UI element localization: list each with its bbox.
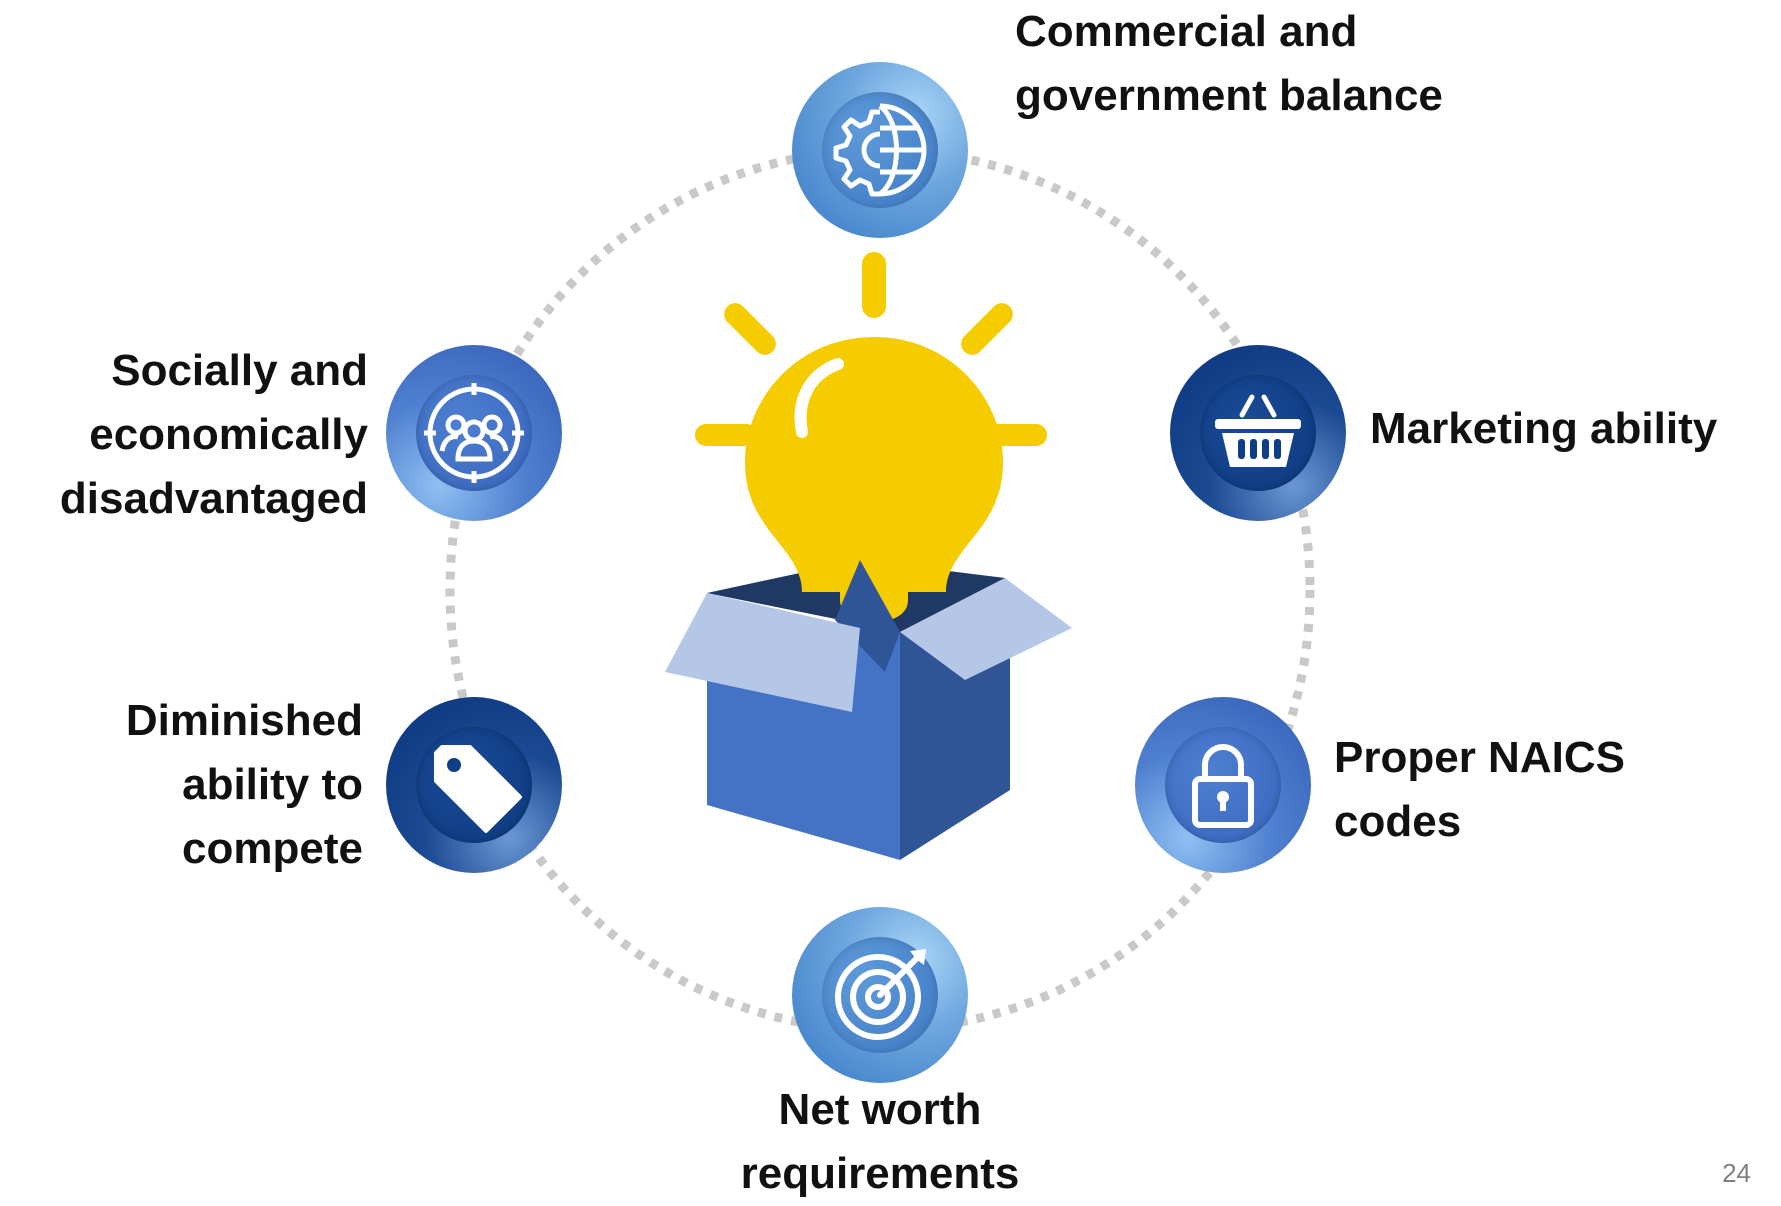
globe-gear-icon bbox=[833, 103, 927, 197]
target-arrow-icon bbox=[835, 949, 926, 1040]
label-marketing: Marketing ability bbox=[1370, 404, 1718, 453]
people-target-icon bbox=[424, 383, 524, 483]
padlock-icon bbox=[1192, 744, 1254, 828]
label-social: Socially and economically disadvantaged bbox=[59, 346, 368, 523]
page-number: 24 bbox=[1722, 1158, 1751, 1188]
node-social bbox=[386, 345, 562, 521]
shopping-basket-icon bbox=[1215, 394, 1301, 467]
node-networth bbox=[792, 907, 968, 1083]
node-diminished bbox=[386, 697, 562, 873]
node-marketing bbox=[1170, 345, 1346, 521]
label-naics: Proper NAICS codes bbox=[1334, 733, 1625, 846]
label-networth: Net worth requirements bbox=[740, 1085, 1020, 1198]
price-tag-icon bbox=[434, 745, 522, 833]
label-diminished: Diminished ability to compete bbox=[125, 696, 363, 873]
label-commercial: Commercial and government balance bbox=[1015, 7, 1443, 120]
node-naics bbox=[1135, 697, 1311, 873]
node-commercial bbox=[792, 62, 968, 238]
